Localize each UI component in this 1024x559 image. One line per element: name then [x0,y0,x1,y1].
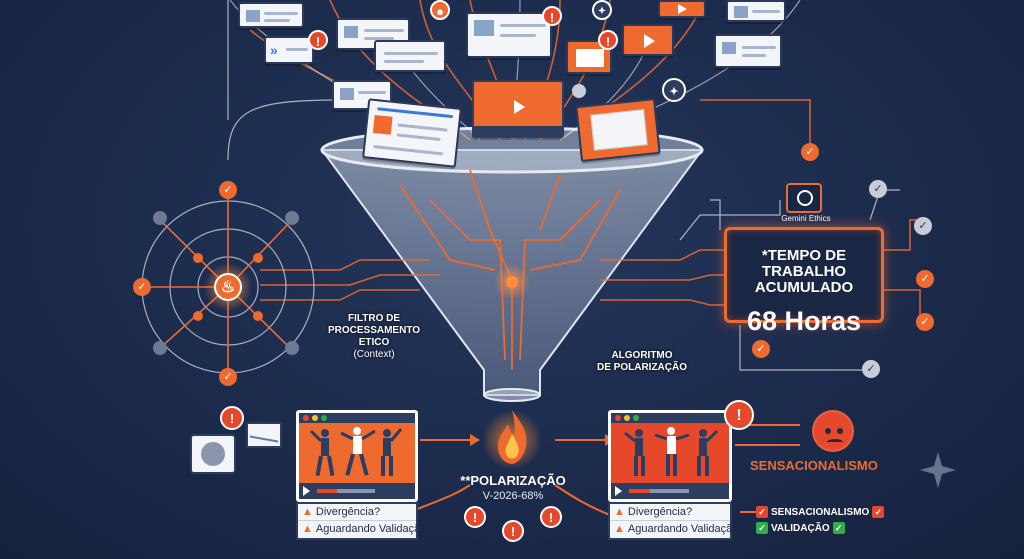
play-icon [678,4,687,14]
check-icon: ✓ [916,270,934,288]
angry-face-icon [812,410,854,452]
forward-icon: » [270,42,278,58]
algorithm-label: ALGORITMO DE POLARIZAÇÃO [597,350,687,373]
mail-icon [590,109,648,151]
alert-icon: ! [220,406,244,430]
dot-icon [572,84,586,98]
check-icon: ✓ [872,506,885,519]
tag-sensationalism: ✓SENSACIONALISMO✓ [756,505,885,521]
content-card [362,98,462,168]
status-row-divergence: ▲Divergência? [610,504,730,521]
polarization-title: **POLARIZAÇÃO [460,473,566,488]
check-icon: ✓ [752,340,770,358]
alert-icon: ! [502,520,524,542]
alert-icon: ! [464,506,486,528]
time-worked-subtitle: ACUMULADO [754,279,854,296]
check-icon: ✓ [801,143,819,161]
warning-icon: ▲ [302,506,313,518]
polarization-label: **POLARIZAÇÃO V-2026-68% [448,473,578,502]
status-row-awaiting-validation: ▲Aguardando Validação [614,523,739,535]
right-video-window [608,410,732,502]
warning-icon: ▲ [614,523,625,535]
sensationalism-banner: SENSACIONALISMO [750,458,878,473]
status-row-awaiting-validation: ▲Aguardando Validação [302,523,427,535]
people-scene [611,423,729,483]
content-card [726,0,786,22]
check-icon: ✓ [133,278,151,296]
filter-label: FILTRO DE PROCESSAMENTO ETICO (Context) [327,313,421,360]
play-icon [615,486,622,496]
time-worked-title: *TEMPO DE TRABALHO [761,247,847,280]
status-row-divergence: ▲Divergência? [298,504,416,521]
right-status-box: ▲Divergência? ▲Aguardando Validação [608,502,739,540]
check-icon: ✓ [914,217,932,235]
warning-icon: ▲ [614,506,625,518]
fire-icon: ♨ [214,273,242,301]
polarization-version: V-2026-68% [482,490,544,502]
left-status-box: ▲Divergência? ▲Aguardando Validação [296,502,427,540]
twitter-icon: ✦ [662,78,686,102]
mail-card [575,97,661,163]
check-icon: ✓ [219,181,237,199]
tag-validation: ✓VALIDAÇÃO✓ [756,521,884,537]
play-icon [644,34,655,48]
warning-icon: ▲ [302,523,313,535]
content-card: » [264,36,314,64]
sensationalism-text: SENSACIONALISMO [750,458,878,473]
content-card [374,40,446,72]
gemini-ethics-label: Gemini Ethics [781,214,831,223]
left-video-window [296,410,418,502]
video-card [472,80,564,138]
alert-icon: ! [598,30,618,50]
play-icon [514,100,525,114]
check-icon: ✓ [219,368,237,386]
check-icon: ✓ [756,506,768,519]
check-icon: ✓ [756,522,768,535]
twitter-icon: ✦ [592,0,612,20]
alert-icon: ! [724,400,754,430]
notification-bell-icon: ● [430,0,450,20]
time-worked-panel: *TEMPO DE TRABALHO ACUMULADO 68 Horas [724,227,884,336]
content-card [714,34,782,68]
people-scene [299,423,415,483]
check-icon: ✓ [869,180,887,198]
validation-tags: ✓SENSACIONALISMO✓ ✓VALIDAÇÃO✓ [756,505,885,537]
alert-icon: ! [308,30,328,50]
play-icon [303,486,310,496]
check-icon: ✓ [862,360,880,378]
check-icon: ✓ [916,313,934,331]
video-card [658,0,706,18]
alert-icon: ! [542,6,562,26]
content-card [466,12,552,58]
content-card [238,2,304,28]
time-worked-value: 68 Horas [746,306,862,336]
clock-icon [786,183,822,213]
chat-icon [190,434,236,474]
check-icon: ✓ [832,522,845,535]
video-card [622,24,674,56]
mail-icon [246,422,282,448]
alert-icon: ! [540,506,562,528]
mail-icon [576,49,604,67]
fire-icon [482,404,542,470]
